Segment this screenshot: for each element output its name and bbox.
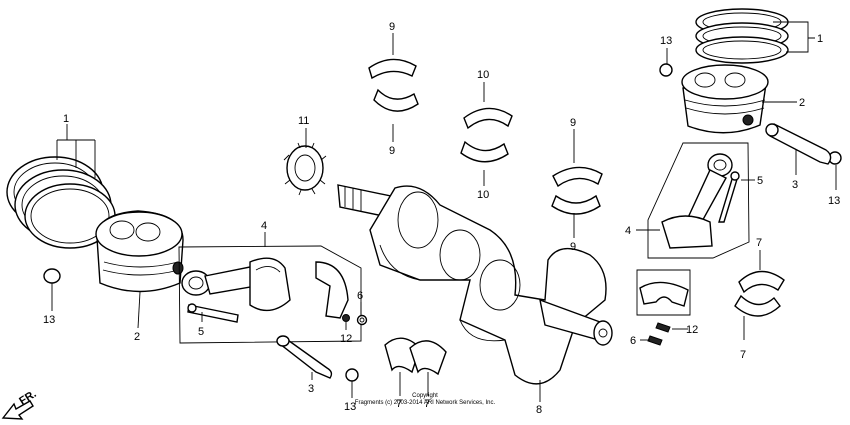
callout-7-bottom-b: 7 (424, 398, 430, 410)
callout-7-right-top: 7 (756, 237, 762, 249)
callout-1-left: 1 (63, 113, 69, 125)
callout-13-left: 13 (43, 314, 55, 326)
callout-6-right: 6 (630, 335, 636, 347)
piston-rings-left (6, 156, 116, 249)
callout-5-right: 5 (757, 175, 763, 187)
piston-right (681, 64, 769, 134)
callout-8: 8 (536, 404, 542, 416)
main-bearings-upper-left (368, 58, 419, 112)
callout-10-top: 10 (477, 69, 489, 81)
rod-bearings-bottom (384, 337, 447, 376)
circlips-right (659, 63, 842, 165)
front-direction-arrow: FR. (1, 388, 39, 420)
callout-9-top: 9 (389, 21, 395, 33)
piston-rings-right (695, 8, 789, 64)
callout-10-mid: 10 (477, 189, 489, 201)
callout-12-left: 12 (340, 333, 352, 345)
circlip-left (43, 268, 61, 284)
piston-left (95, 210, 184, 293)
callout-12-right: 12 (686, 324, 698, 336)
main-bearings-upper-center (460, 107, 513, 163)
callout-3-right: 3 (792, 179, 798, 191)
callout-13-right: 13 (828, 195, 840, 207)
front-label: FR. (17, 388, 38, 408)
callout-7-bottom-a: 7 (396, 398, 402, 410)
callout-7-right-bottom: 7 (740, 349, 746, 361)
callout-3-left: 3 (308, 383, 314, 395)
callout-numbers: 1 2 13 4 5 6 12 3 13 11 9 9 10 10 9 9 7 … (43, 21, 840, 416)
copyright-notice: Copyright Fragments (c) 2003-2014 ARI Ne… (355, 393, 496, 406)
callout-6-left: 6 (357, 290, 363, 302)
crankshaft (337, 184, 613, 385)
callout-2-left: 2 (134, 331, 140, 343)
callout-11: 11 (298, 115, 309, 127)
connecting-rod-left (178, 245, 368, 344)
callout-13-bottom: 13 (344, 401, 356, 413)
copyright-line-2: Fragments (c) 2003-2014 ARI Network Serv… (355, 400, 496, 406)
timing-sprocket (283, 142, 327, 196)
callout-4-left: 4 (261, 220, 267, 232)
main-bearings-upper-right (551, 166, 603, 215)
callout-4-right: 4 (625, 225, 631, 237)
callout-13-right-top: 13 (660, 35, 672, 47)
connecting-rod-right (647, 142, 750, 259)
callout-9-right-top: 9 (570, 117, 576, 129)
piston-pin-right (765, 123, 832, 165)
rod-bearings-right (734, 270, 785, 317)
rod-cap-right (636, 269, 691, 346)
copyright-line-1: Copyright (412, 393, 438, 399)
callout-5-left: 5 (198, 326, 204, 338)
leader-lines (51, 21, 837, 402)
callout-1-right: 1 (817, 33, 823, 45)
callout-9-right-bottom: 9 (570, 241, 576, 253)
callout-2-right: 2 (799, 97, 805, 109)
callout-9-mid: 9 (389, 145, 395, 157)
piston-pin-left (276, 335, 359, 382)
